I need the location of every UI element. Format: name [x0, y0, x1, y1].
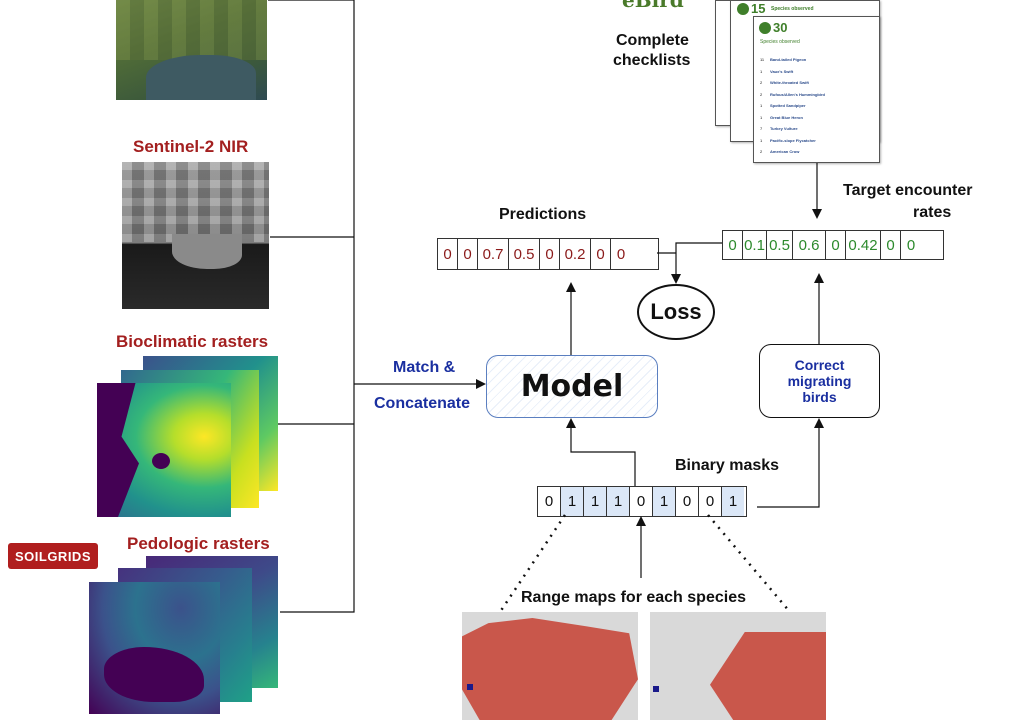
correct-migrating-box: Correct migrating birds [759, 344, 880, 418]
match-label-1: Match & [393, 359, 456, 376]
predictions-cell: 0 [458, 239, 478, 269]
predictions-cell: 0.7 [478, 239, 509, 269]
predictions-cell: 0 [438, 239, 458, 269]
checklist-back-species-label: Species observed [771, 6, 814, 12]
mask-cell: 1 [722, 487, 744, 516]
mask-cell: 1 [584, 487, 607, 516]
range-map-1 [462, 612, 638, 720]
target-rates-label-2: rates [913, 204, 952, 221]
range-map-2 [650, 612, 826, 720]
pedologic-raster-front [89, 582, 220, 714]
checklist-row-species: White-throated Swift [770, 80, 809, 85]
mask-cell: 1 [607, 487, 630, 516]
checklist-row-count: 1 [760, 114, 763, 120]
mask-cell: 0 [676, 487, 699, 516]
checklist-front-species-label: Species observed [760, 39, 800, 45]
checklist-back-count: 15 [751, 1, 766, 16]
mask-to-correct-arrow [757, 418, 824, 508]
target-cell: 0.6 [793, 231, 826, 259]
checklist-row-species: Great Blue Heron [770, 114, 803, 120]
correct-label-1: Correct [794, 357, 845, 373]
model-box: Model [486, 355, 658, 418]
checklist-row-count: 2 [760, 80, 763, 85]
range-dotted-left [498, 514, 567, 613]
match-label-2: Concatenate [374, 395, 471, 412]
sentinel-nir-image [122, 162, 269, 309]
checklist-row-count: 1 [760, 68, 763, 74]
ebird-logo: eBird [622, 0, 684, 12]
checklist-row-species: Rufous/Allen's Hummingbird [770, 91, 825, 97]
sentinel-nir-label: Sentinel-2 NIR [133, 137, 249, 156]
mask-cell: 1 [561, 487, 584, 516]
mask-cell: 0 [630, 487, 653, 516]
checklist-row-species: Spotted Sandpiper [770, 103, 806, 108]
loss-node: Loss [637, 284, 715, 340]
target-rates-label-1: Target encounter [843, 182, 973, 199]
soilgrids-logo-text: SOILGRIDS [14, 548, 91, 564]
complete-checklists-label-2: checklists [613, 52, 691, 69]
range-maps-label: Range maps for each species [519, 589, 748, 607]
checklist-row-species: American Crow [770, 149, 800, 154]
correct-label-3: birds [802, 389, 837, 405]
predictions-cell: 0 [616, 245, 626, 263]
predictions-label: Predictions [499, 206, 587, 223]
model-label: Model [520, 369, 624, 404]
checklist-row-count: 1 [760, 103, 763, 108]
complete-checklists-label-1: Complete [616, 32, 689, 49]
target-cell: 0 [723, 231, 743, 259]
checklist-row-count: 1 [760, 137, 763, 143]
predictions-cell: 0.5 [509, 239, 540, 269]
predictions-cell: 0 [540, 239, 560, 269]
loss-label: Loss [650, 299, 702, 324]
bioclimatic-label: Bioclimatic rasters [116, 332, 269, 351]
checklist-row-species: Vaux's Swift [770, 68, 794, 74]
target-cell: 0 [906, 236, 916, 254]
checklist-front-count: 30 [773, 20, 788, 35]
target-to-loss-line [671, 242, 722, 284]
checklist-row-species: Turkey Vulture [770, 126, 798, 131]
sentinel-rgb-image [116, 0, 267, 100]
checklist-row-count: 11 [760, 57, 765, 62]
mask-to-model-arrow [566, 418, 636, 486]
correct-label-2: migrating [787, 373, 852, 389]
target-cell: 0.42 [846, 231, 881, 259]
range-dotted-right [707, 514, 791, 613]
mask-cell: 0 [699, 487, 722, 516]
mask-cell: 0 [538, 487, 561, 516]
predictions-cell: 0.2 [560, 239, 591, 269]
checklist-row-count: 7 [760, 126, 763, 131]
checklist-row-count: 2 [760, 149, 763, 154]
bracket-line [268, 0, 355, 613]
binary-masks-label: Binary masks [675, 457, 780, 474]
mask-cell: 1 [653, 487, 676, 516]
pedologic-label: Pedologic rasters [127, 534, 270, 553]
target-cell: 0 [881, 231, 901, 259]
checklist-row-count: 2 [760, 91, 763, 97]
target-cell: 0.1 [743, 231, 767, 259]
checklist-row-species: Band-tailed Pigeon [770, 57, 807, 62]
checklist-row-species: Pacific-slope Flycatcher [770, 137, 816, 143]
bioclimatic-raster-front [97, 383, 231, 517]
target-cell: 0 [826, 231, 846, 259]
predictions-cell: 0 [591, 239, 611, 269]
target-cell: 0.5 [767, 231, 793, 259]
soilgrids-logo: SOILGRIDS [8, 543, 98, 569]
